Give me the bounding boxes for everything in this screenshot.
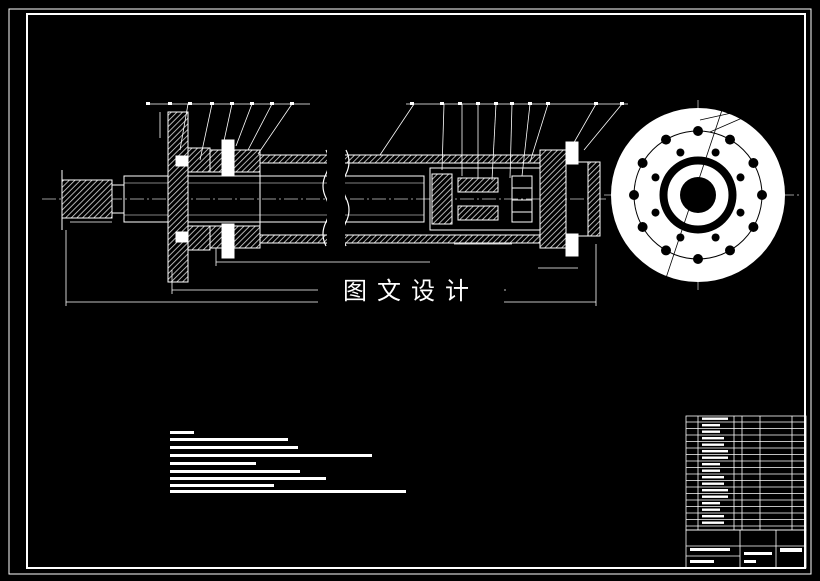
bolt-hole — [757, 190, 767, 200]
bom-cell-text — [702, 437, 724, 440]
bore-hole — [680, 177, 716, 213]
bolt-hole — [736, 173, 745, 182]
bolt-hole — [661, 134, 671, 145]
bolt-hole — [637, 158, 648, 168]
bom-cell-text — [702, 521, 724, 524]
bom-cell-text — [702, 508, 720, 511]
bolt-hole — [736, 208, 745, 217]
bolt-hole — [693, 254, 703, 264]
front-gland — [209, 149, 261, 173]
bom-cell-text — [702, 476, 724, 479]
bolt-hole — [629, 190, 639, 200]
cylinder-section-view — [42, 102, 628, 306]
bom-cell-text — [702, 443, 724, 446]
bolt-holes — [629, 126, 767, 264]
watermark-text: 图文设计 — [318, 272, 504, 310]
bom-cell-text — [702, 450, 728, 453]
technical-requirements-block — [170, 431, 406, 493]
title-block — [685, 529, 807, 569]
bom-cell-text — [702, 463, 720, 466]
piston-rod — [123, 175, 425, 223]
bom-cell-text — [702, 424, 720, 427]
bom-cell-text — [702, 417, 728, 420]
bolt-hole — [637, 222, 648, 232]
bom-cell-text — [702, 482, 724, 485]
bill-of-materials-table — [685, 415, 807, 531]
bolt-hole — [693, 126, 703, 136]
bolt-hole — [748, 222, 759, 232]
outer-border — [8, 8, 812, 575]
bolt-hole — [725, 134, 735, 145]
flange-end-view — [604, 100, 800, 292]
bolt-hole — [676, 148, 685, 157]
bolt-hole — [651, 208, 660, 217]
bolt-hole — [711, 148, 720, 157]
bolt-hole — [711, 233, 720, 242]
bom-cell-text — [702, 469, 720, 472]
bom-cell-text — [702, 502, 720, 505]
rear-end-cap — [539, 149, 567, 249]
bolt-hole — [748, 158, 759, 168]
bolt-hole — [676, 233, 685, 242]
bom-cell-text — [702, 430, 720, 433]
balloon-ticks — [146, 102, 624, 105]
bom-cell-text — [702, 489, 728, 492]
inner-border — [26, 13, 806, 569]
bolt-hole — [661, 245, 671, 256]
bolt-hole — [725, 245, 735, 256]
bom-cell-text — [702, 515, 724, 518]
bom-cell-text — [702, 456, 728, 459]
bom-cell-text — [702, 495, 728, 498]
mounting-flange — [167, 111, 189, 283]
rod-end-eye — [61, 179, 113, 219]
bolt-hole — [651, 173, 660, 182]
